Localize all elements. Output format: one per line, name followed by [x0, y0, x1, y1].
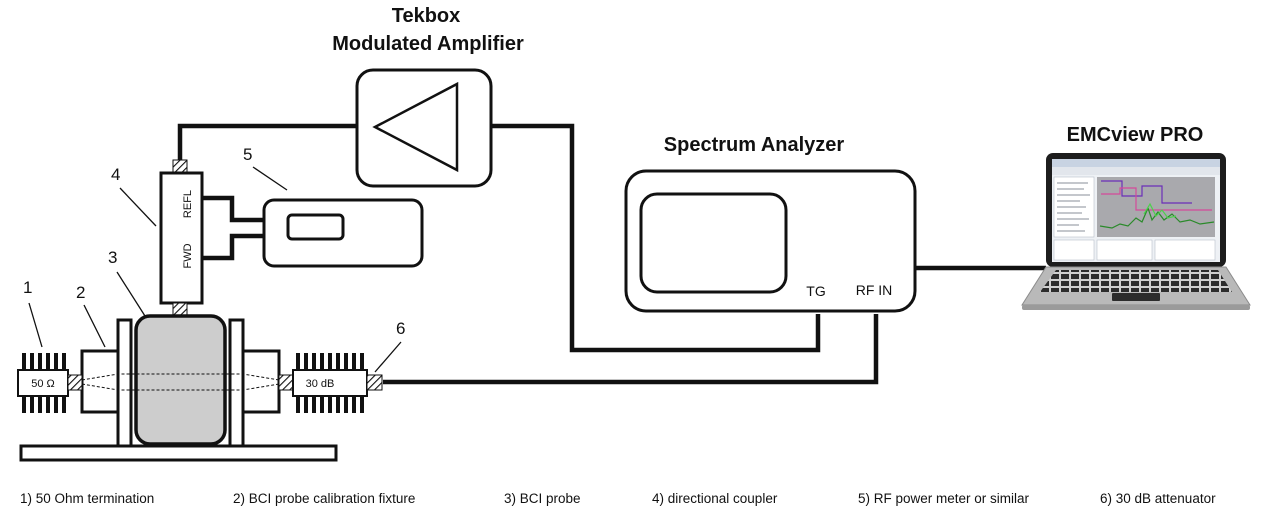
- attenuator-in-connector: [278, 374, 294, 391]
- fixture-base-plate: [19, 444, 338, 462]
- fixture-right-adapter: [241, 349, 281, 414]
- coupler-body: [159, 171, 204, 305]
- directional-coupler: REFL FWD: [159, 159, 204, 318]
- attenuator-label: 30 dB: [306, 378, 335, 390]
- amplifier: [355, 68, 493, 188]
- callout-2: 2: [76, 283, 85, 302]
- screen-plot-area: [1097, 177, 1215, 237]
- screen-plot-traces: [1099, 180, 1215, 229]
- leader-1: [28, 302, 43, 348]
- calibration-fixture: [19, 314, 338, 462]
- legend-item-5: 5) RF power meter or similar: [858, 491, 1030, 506]
- callout-4: 4: [111, 165, 120, 184]
- fixture-right-wall: [228, 318, 245, 448]
- amplifier-title-line2: Modulated Amplifier: [332, 33, 524, 55]
- legend-item-4: 4) directional coupler: [652, 491, 778, 506]
- termination-connector: [67, 374, 83, 391]
- cables: [177, 123, 1046, 385]
- cable-amp-to-coupler: [177, 123, 357, 160]
- callout-1: 1: [23, 278, 32, 297]
- legend-item-2: 2) BCI probe calibration fixture: [233, 491, 415, 506]
- spectrum-analyzer: TG RF IN: [624, 169, 917, 313]
- power-meter-display: [286, 213, 345, 241]
- legend-item-6: 6) 30 dB attenuator: [1100, 491, 1216, 506]
- power-meter: [262, 198, 424, 268]
- laptop-touchpad: [1112, 293, 1160, 301]
- legend-item-1: 1) 50 Ohm termination: [20, 491, 154, 506]
- cable-coupler-refl-to-meter: [202, 195, 264, 223]
- screen-side-lines: [1057, 182, 1090, 232]
- cable-attenuator-to-sa-rfin: [383, 314, 879, 385]
- screen-bottom-panel-3: [1154, 239, 1216, 261]
- fixture-left-wall: [116, 318, 133, 448]
- laptop-keyboard: [1040, 270, 1232, 292]
- attenuator-label-box: [292, 369, 368, 397]
- termination-label: 50 Ω: [31, 378, 55, 390]
- callout-3: 3: [108, 248, 117, 267]
- amplifier-title-line1: Tekbox: [392, 5, 461, 27]
- sa-port-tg-label: TG: [806, 283, 825, 299]
- coupler-top-connector: [172, 159, 188, 174]
- fixture-left-adapter: [80, 349, 120, 414]
- cable-amp-to-sa-tg: [491, 123, 821, 353]
- leader-2: [83, 304, 106, 348]
- legend: 1) 50 Ohm termination 2) BCI probe calib…: [20, 491, 1216, 506]
- leader-5: [252, 166, 288, 191]
- spectrum-analyzer-title: Spectrum Analyzer: [664, 134, 845, 156]
- termination-50-ohm: 50 Ω: [17, 353, 83, 413]
- coupler-fwd-label: FWD: [182, 243, 194, 268]
- emcview-title: EMCview PRO: [1067, 124, 1204, 146]
- sa-screen: [639, 192, 788, 294]
- attenuator-out-connector: [366, 374, 383, 391]
- amplifier-triangle-icon: [372, 81, 459, 173]
- screen-titlebar: [1052, 159, 1220, 167]
- legend-item-3: 3) BCI probe: [504, 491, 581, 506]
- cable-coupler-fwd-to-meter: [202, 233, 264, 261]
- laptop: [1021, 153, 1251, 310]
- attenuator-30db: 30 dB: [278, 353, 383, 413]
- screen-bottom-panel-1: [1053, 239, 1095, 261]
- callout-leaders: [28, 166, 402, 373]
- laptop-front-edge: [1022, 305, 1250, 310]
- sa-port-rfin-label: RF IN: [856, 282, 893, 298]
- screen-bottom-panel-2: [1096, 239, 1153, 261]
- coupler-refl-label: REFL: [182, 190, 194, 218]
- leader-6: [374, 341, 402, 373]
- callout-6: 6: [396, 319, 405, 338]
- leader-4: [119, 187, 157, 227]
- leader-3: [116, 271, 146, 317]
- bci-probe: [134, 314, 227, 446]
- screen-toolbar: [1052, 167, 1220, 175]
- callout-5: 5: [243, 145, 252, 164]
